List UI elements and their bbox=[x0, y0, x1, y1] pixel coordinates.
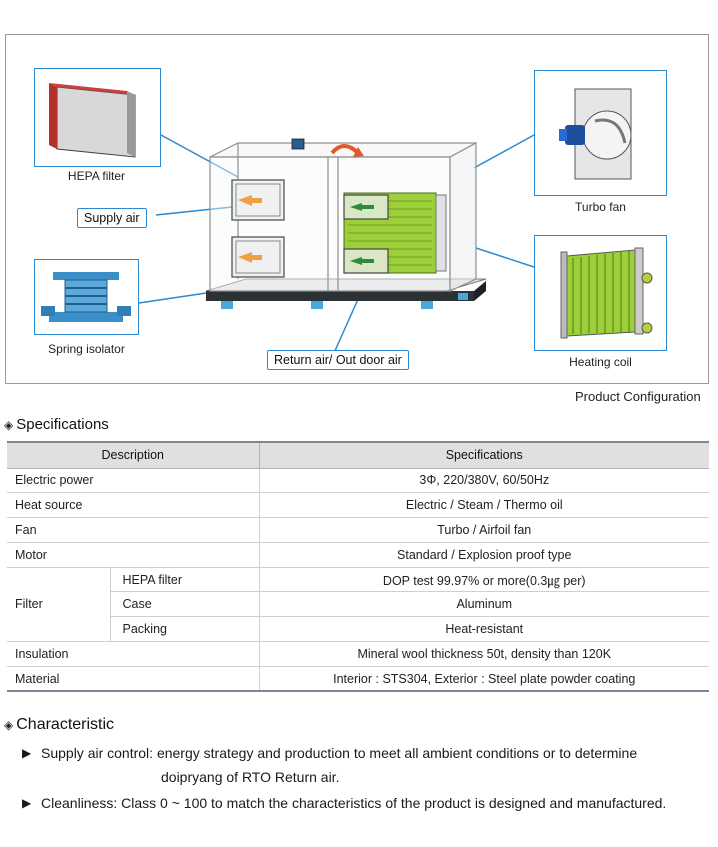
spring-isolator-caption: Spring isolator bbox=[48, 342, 125, 356]
sub-row-label: HEPA filter bbox=[109, 567, 259, 593]
table-row: Electric power 3Φ, 220/380V, 60/50Hz bbox=[7, 468, 709, 494]
callout-leader-lines bbox=[138, 134, 535, 354]
table-row: Fan Turbo / Airfoil fan bbox=[7, 517, 709, 543]
row-label: Fan bbox=[7, 517, 259, 543]
supply-air-label: Supply air bbox=[77, 208, 147, 228]
turbo-fan-image bbox=[559, 88, 632, 180]
specifications-heading: ◈ Specifications bbox=[4, 416, 109, 433]
row-value: Turbo / Airfoil fan bbox=[258, 517, 709, 543]
characteristic-heading: ◈ Characteristic bbox=[4, 716, 114, 734]
table-header-row: Description Specifications bbox=[7, 441, 709, 469]
row-label: Electric power bbox=[7, 468, 259, 494]
table-row: Packing Heat-resistant bbox=[7, 616, 709, 643]
table-row: Insulation Mineral wool thickness 50t, d… bbox=[7, 641, 709, 667]
heating-coil-block bbox=[343, 192, 447, 274]
supply-dampers bbox=[231, 179, 285, 278]
turbo-fan-caption: Turbo fan bbox=[575, 200, 626, 214]
diamond-icon: ◈ bbox=[4, 417, 14, 432]
diamond-icon: ◈ bbox=[4, 718, 14, 732]
sub-row-label: Packing bbox=[109, 616, 259, 643]
table-row: Filter HEPA filter DOP test 99.97% or mo… bbox=[7, 567, 709, 643]
list-item-text: Supply air control: energy strategy and … bbox=[41, 745, 638, 761]
characteristic-heading-text: Characteristic bbox=[16, 716, 115, 733]
triangle-right-icon: ▶ bbox=[22, 796, 32, 810]
row-label-filter: Filter bbox=[7, 567, 110, 643]
hepa-filter-image bbox=[49, 83, 136, 158]
heating-coil-caption: Heating coil bbox=[569, 355, 632, 369]
list-item-text: Cleanliness: Class 0 ~ 100 to match the … bbox=[41, 795, 667, 811]
characteristic-list: ▶ Supply air control: energy strategy an… bbox=[22, 741, 712, 817]
table-row: Motor Standard / Explosion proof type bbox=[7, 542, 709, 568]
row-value: Aluminum bbox=[258, 591, 709, 618]
base-frame bbox=[205, 278, 487, 309]
table-row: Case Aluminum bbox=[7, 591, 709, 618]
row-label: Heat source bbox=[7, 492, 259, 519]
table-row: Material Interior : STS304, Exterior : S… bbox=[7, 666, 709, 693]
return-air-label: Return air/ Out door air bbox=[267, 350, 409, 370]
row-label: Material bbox=[7, 666, 259, 693]
row-value: Standard / Explosion proof type bbox=[258, 542, 709, 568]
heating-coil-callout: Heating coil bbox=[534, 235, 667, 369]
product-configuration-figure: HEPA filter Supply air Spring isolator R… bbox=[5, 34, 709, 384]
row-label: Motor bbox=[7, 542, 259, 568]
specifications-heading-text: Specifications bbox=[16, 416, 109, 433]
row-value: Heat-resistant bbox=[258, 616, 709, 643]
column-header-description: Description bbox=[7, 441, 259, 469]
row-value: Interior : STS304, Exterior : Steel plat… bbox=[258, 666, 709, 693]
spring-isolator-image bbox=[41, 272, 131, 322]
sub-row-label: Case bbox=[109, 591, 259, 618]
figure-caption: Product Configuration bbox=[575, 389, 701, 404]
list-item: ▶ Supply air control: energy strategy an… bbox=[22, 741, 712, 789]
list-item-text-continued: doipryang of RTO Return air. bbox=[161, 769, 340, 785]
heating-coil-image bbox=[560, 247, 653, 339]
column-header-specifications: Specifications bbox=[258, 441, 709, 469]
table-row: Heat source Electric / Steam / Thermo oi… bbox=[7, 492, 709, 519]
row-value: Mineral wool thickness 50t, density than… bbox=[258, 641, 709, 667]
row-value: 3Φ, 220/380V, 60/50Hz bbox=[258, 468, 709, 494]
turbo-fan-callout: Turbo fan bbox=[534, 70, 667, 214]
row-value: Electric / Steam / Thermo oil bbox=[258, 492, 709, 519]
row-label: Insulation bbox=[7, 641, 259, 667]
top-fan-housing bbox=[291, 138, 364, 157]
list-item: ▶ Cleanliness: Class 0 ~ 100 to match th… bbox=[22, 791, 712, 815]
row-value: DOP test 99.97% or more(0.3㎍ per) bbox=[258, 567, 709, 593]
ahu-unit-illustration bbox=[138, 134, 535, 354]
hepa-filter-callout: HEPA filter bbox=[34, 68, 161, 183]
triangle-right-icon: ▶ bbox=[22, 746, 32, 760]
specifications-table: Description Specifications Electric powe… bbox=[7, 441, 709, 693]
hepa-filter-caption: HEPA filter bbox=[67, 169, 126, 183]
spring-isolator-callout: Spring isolator bbox=[34, 259, 139, 356]
